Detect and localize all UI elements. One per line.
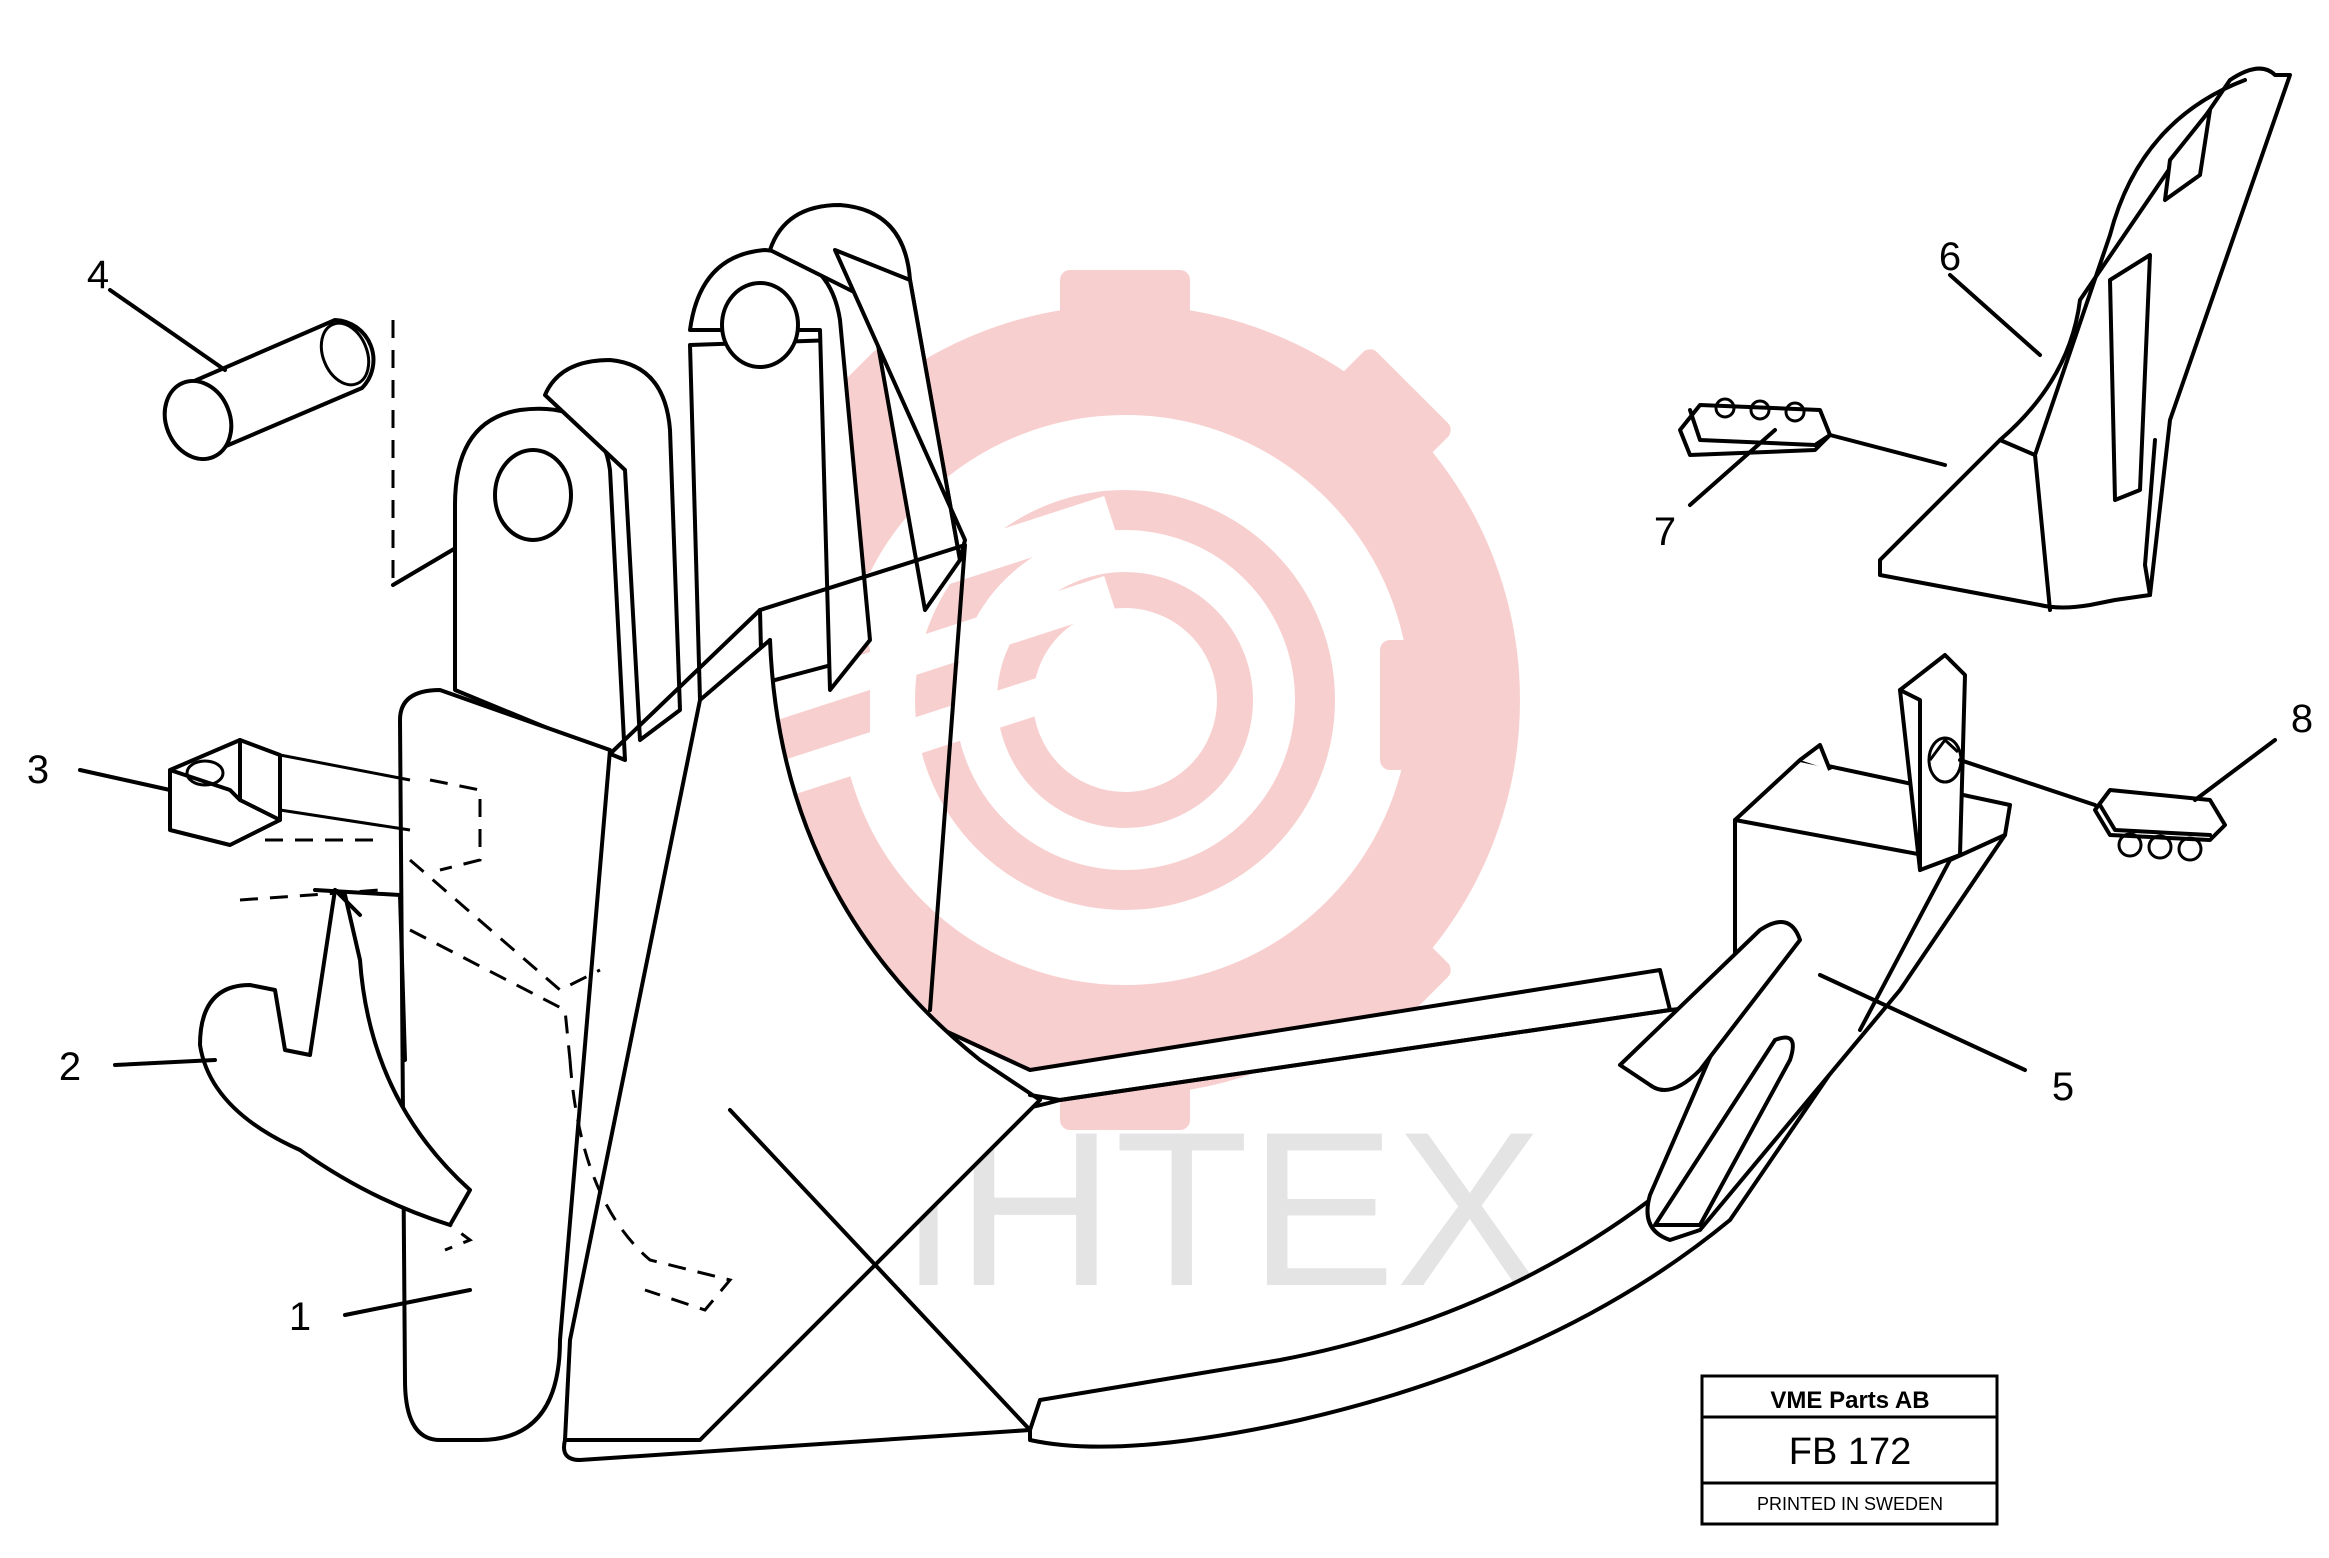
title-block-printed: PRINTED IN SWEDEN [1757, 1494, 1943, 1514]
callout-8: 8 [2291, 697, 2313, 741]
title-block-company: VME Parts AB [1770, 1387, 1929, 1414]
callout-2: 2 [59, 1045, 81, 1089]
title-block: VME Parts AB FB 172 PRINTED IN SWEDEN [1700, 1374, 1999, 1526]
leader-lines [78, 273, 2277, 1317]
callout-5: 5 [2052, 1065, 2074, 1109]
part-2-hook-plate [198, 888, 472, 1227]
part-5-tooth-adapter [1618, 653, 2012, 1242]
part-7-retainer [1678, 397, 1947, 467]
part-4-pin [162, 318, 522, 587]
part-6-tooth [1878, 66, 2292, 612]
part-3-keeper [168, 738, 411, 847]
callout-6: 6 [1939, 235, 1961, 279]
callout-4: 4 [87, 253, 109, 297]
part-8-retainer [1958, 758, 2227, 862]
callout-1: 1 [289, 1295, 311, 1339]
callout-3: 3 [27, 748, 49, 792]
callout-7: 7 [1654, 510, 1676, 554]
title-block-drawing-number: FB 172 [1789, 1431, 1912, 1473]
